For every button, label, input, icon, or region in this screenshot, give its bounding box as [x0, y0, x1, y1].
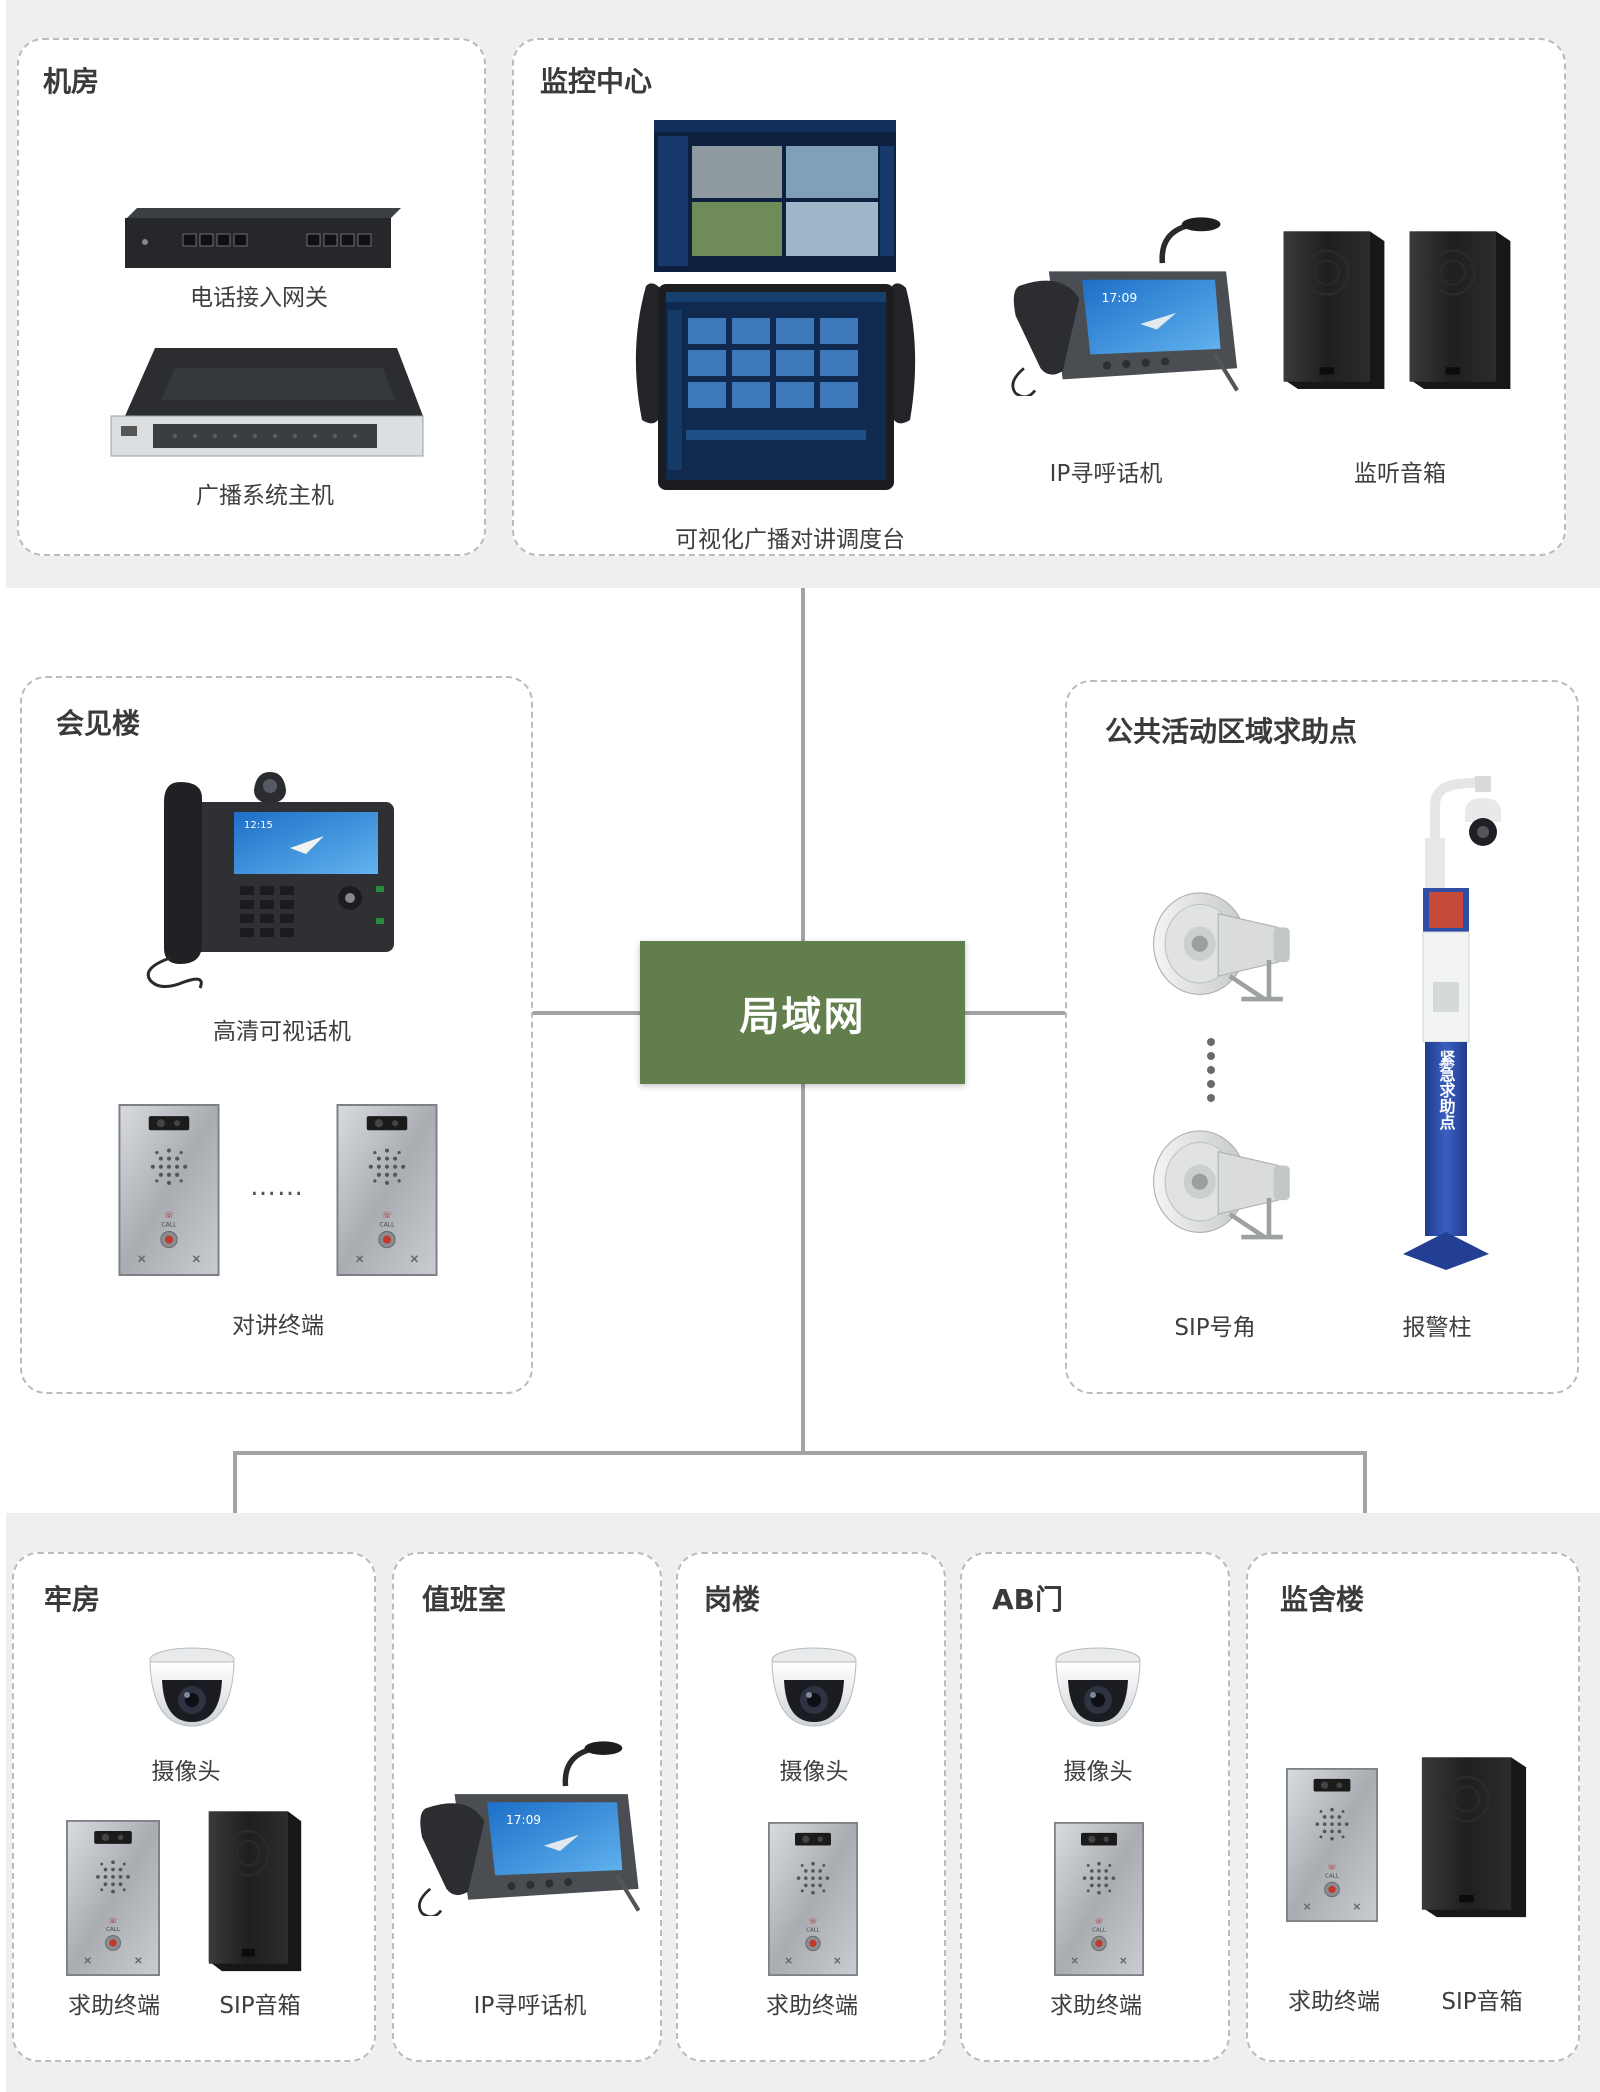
- label-intercom-terminal: 对讲终端: [232, 1313, 324, 1339]
- label-dispatch-console: 可视化广播对讲调度台: [675, 527, 905, 553]
- link-line-right: [965, 1011, 1065, 1015]
- section-jifang: 机房 电话接入网关 广播系统主机: [17, 38, 486, 556]
- intercom-terminal-icon-1: [116, 1104, 222, 1276]
- link-line-top: [801, 588, 805, 941]
- dispatch-console-icon: [635, 283, 916, 490]
- help-terminal-icon-jianshe: [1286, 1768, 1378, 1922]
- phone-gateway-icon: [125, 208, 401, 268]
- screen-time-2: 12:15: [244, 820, 273, 831]
- camera-icon-laofang: [142, 1640, 242, 1730]
- label-phone-gateway: 电话接入网关: [190, 285, 328, 311]
- sip-horn-icon-1: [1149, 888, 1299, 1004]
- sip-speaker-icon-laofang: [200, 1804, 310, 1976]
- link-line-left: [533, 1011, 640, 1015]
- monitor-speaker-icon-1: [1274, 212, 1394, 406]
- label-camera-laofang: 摄像头: [151, 1759, 221, 1785]
- section-title-ganglou: 岗楼: [704, 1583, 761, 1616]
- link-line-bus-right: [1363, 1451, 1367, 1513]
- section-title-gonggong: 公共活动区域求助点: [1105, 715, 1358, 748]
- pillar-sos-text: SOS: [1439, 1062, 1454, 1070]
- label-sip-speaker-laofang: SIP音箱: [219, 1993, 301, 2019]
- help-terminal-icon-ganglou: [768, 1822, 858, 1976]
- section-zhiban: 值班室 IP寻呼话机: [392, 1552, 662, 2062]
- link-line-bus-left: [233, 1451, 237, 1513]
- section-title-jifang: 机房: [43, 65, 100, 98]
- camera-icon-abmen: [1048, 1640, 1148, 1730]
- ellipsis-dots: ……: [250, 1172, 304, 1202]
- sip-horn-icon-2: [1149, 1126, 1299, 1242]
- sip-speaker-icon-jianshe: [1412, 1750, 1536, 1922]
- ip-pager-icon: [1007, 216, 1243, 396]
- monitor-wall-icon: [654, 120, 896, 272]
- label-sip-speaker-jianshe: SIP音箱: [1441, 1989, 1523, 2015]
- camera-icon-ganglou: [764, 1640, 864, 1730]
- help-terminal-icon-laofang: [66, 1820, 160, 1976]
- section-title-jianshe: 监舍楼: [1280, 1583, 1365, 1616]
- lan-label: 局域网: [739, 993, 866, 1040]
- alarm-pillar-icon: SOS 紧急求助点: [1403, 776, 1501, 1270]
- label-help-terminal-jianshe: 求助终端: [1288, 1989, 1380, 2015]
- label-alarm-pillar: 报警柱: [1402, 1315, 1472, 1341]
- intercom-terminal-icon-2: [334, 1104, 440, 1276]
- label-hd-video-phone: 高清可视话机: [213, 1019, 351, 1045]
- label-ip-pager: IP寻呼话机: [1049, 461, 1163, 487]
- label-help-terminal-ganglou: 求助终端: [766, 1993, 858, 2019]
- label-ip-pager-zhiban: IP寻呼话机: [473, 1993, 587, 2019]
- section-title-abmen: AB门: [992, 1583, 1064, 1616]
- help-terminal-icon-abmen: [1054, 1822, 1144, 1976]
- label-help-terminal-abmen: 求助终端: [1050, 1993, 1142, 2019]
- section-ganglou: 岗楼 摄像头 求助终端: [676, 1552, 946, 2062]
- label-monitor-speaker: 监听音箱: [1354, 461, 1446, 487]
- vertical-dots-icon: [1207, 1038, 1215, 1102]
- pillar-vertical-text: 紧急求助点: [1437, 1050, 1456, 1131]
- hd-video-phone-icon: 12:15: [146, 772, 394, 989]
- section-jiankong: 监控中心 可视化广播对讲调度台 IP寻呼话机 监听音箱: [512, 38, 1566, 556]
- label-camera-abmen: 摄像头: [1063, 1759, 1133, 1785]
- section-gonggong: 公共活动区域求助点 SIP号角 SOS 紧急求助点 报警柱: [1065, 680, 1579, 1394]
- section-jianshe: 监舍楼 求助终端 SIP音箱: [1246, 1552, 1580, 2062]
- monitor-speaker-icon-2: [1400, 212, 1520, 406]
- section-title-zhiban: 值班室: [422, 1583, 507, 1616]
- section-title-laofang: 牢房: [44, 1583, 101, 1616]
- label-sip-horn: SIP号角: [1174, 1315, 1256, 1341]
- label-broadcast-host: 广播系统主机: [196, 483, 334, 509]
- lan-node: 局域网: [640, 941, 965, 1084]
- section-huijian: 会见楼 12:15 高清可视话机 …… 对讲终端: [20, 676, 533, 1394]
- section-title-huijian: 会见楼: [56, 707, 141, 740]
- section-laofang: 牢房 摄像头 求助终端 SIP音箱: [12, 1552, 376, 2062]
- section-abmen: AB门 摄像头 求助终端: [960, 1552, 1230, 2062]
- ip-pager-icon-zhiban: [414, 1740, 644, 1916]
- label-camera-ganglou: 摄像头: [779, 1759, 849, 1785]
- label-help-terminal-laofang: 求助终端: [68, 1993, 160, 2019]
- broadcast-host-icon: [110, 348, 424, 457]
- section-title-jiankong: 监控中心: [540, 65, 653, 98]
- link-line-bus: [233, 1451, 1367, 1455]
- link-line-bottom: [801, 1084, 805, 1453]
